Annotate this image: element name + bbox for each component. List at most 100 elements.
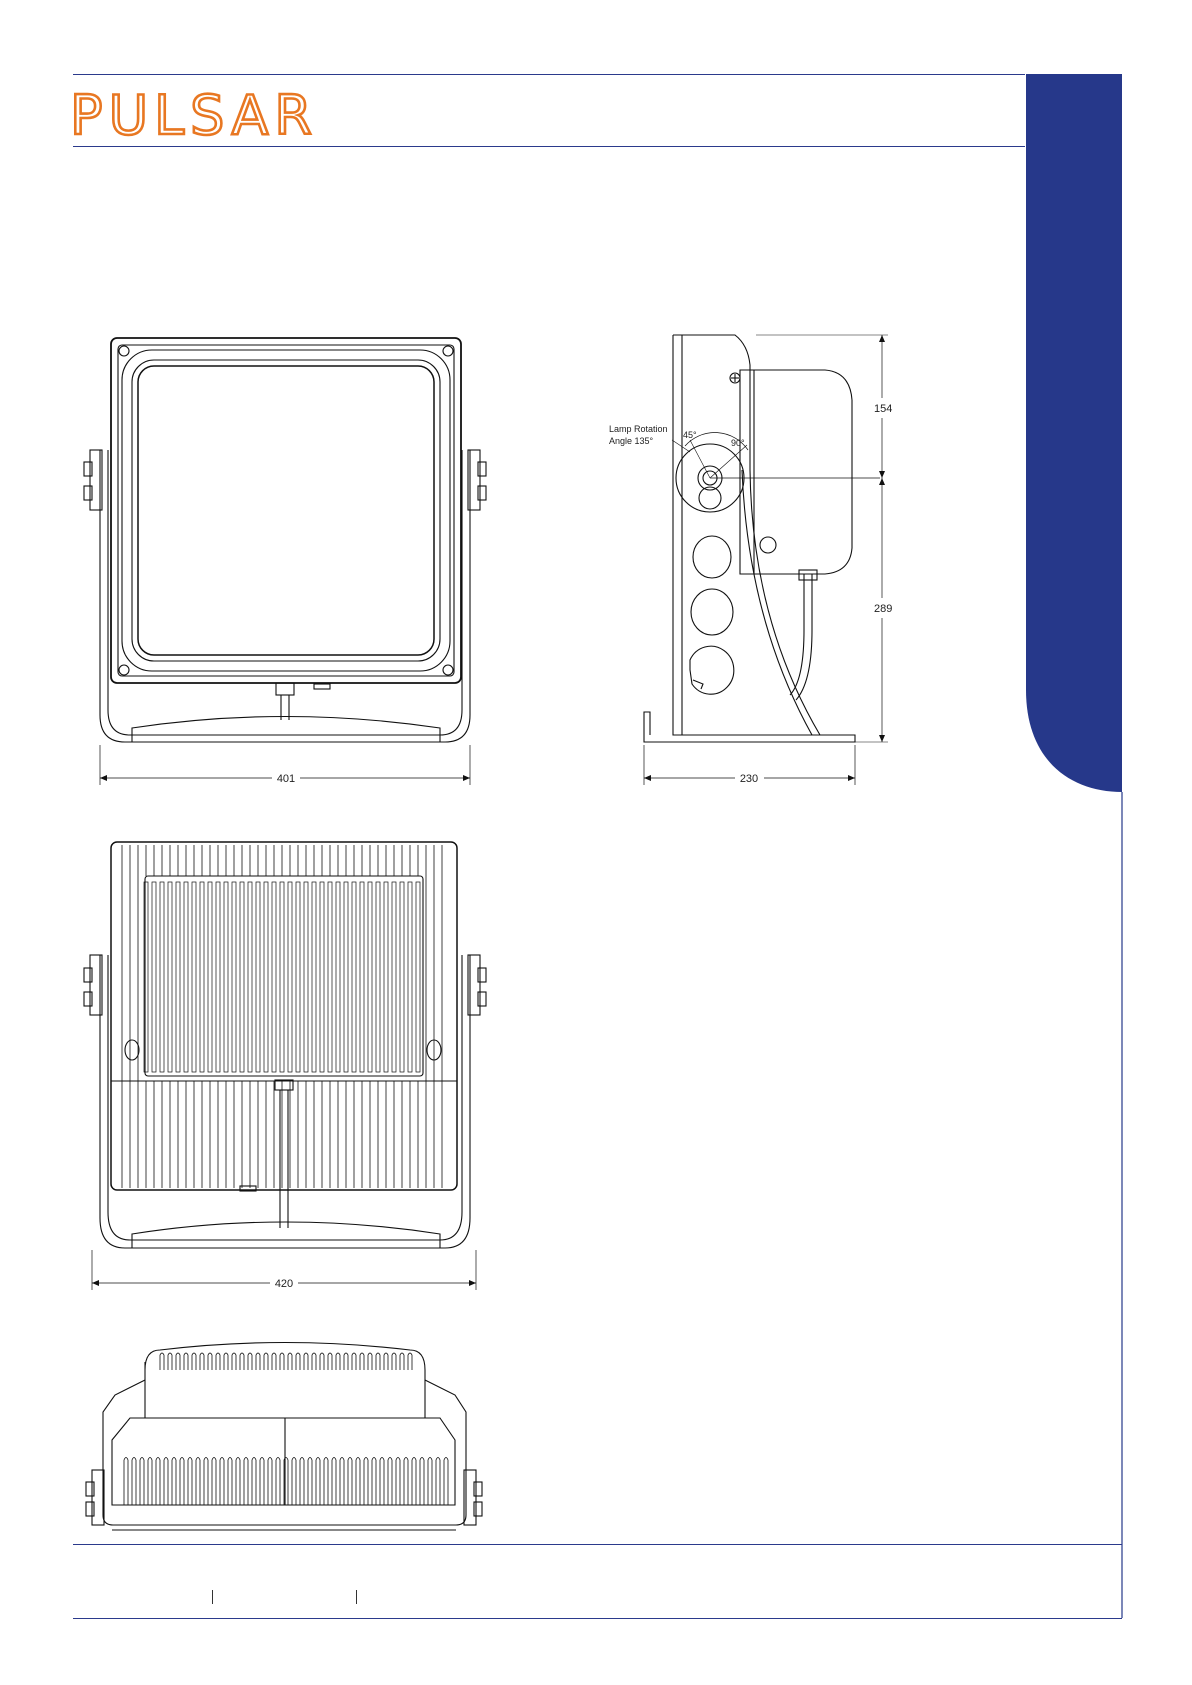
heatsink-fin <box>396 1458 400 1506</box>
heatsink-fin <box>208 1353 212 1370</box>
footer-separator <box>212 1590 213 1604</box>
heatsink-fin <box>312 1353 316 1370</box>
heatsink-fin <box>224 1353 228 1370</box>
heatsink-fin <box>412 1458 416 1506</box>
heatsink-fin <box>376 1353 380 1370</box>
heatsink-fin <box>444 1458 448 1506</box>
heatsink-fin <box>300 1458 304 1506</box>
heatsink-fin <box>384 1353 388 1370</box>
heatsink-fin <box>436 1458 440 1506</box>
heatsink-fin <box>216 1353 220 1370</box>
footer-top-rule <box>73 1544 1122 1545</box>
heatsink-fin <box>416 882 420 1072</box>
heatsink-fin <box>420 1458 424 1506</box>
heatsink-fin <box>364 1458 368 1506</box>
heatsink-fin <box>156 1458 160 1506</box>
front-view <box>84 338 486 785</box>
heatsink-fin <box>256 882 260 1072</box>
heatsink-fin <box>168 882 172 1072</box>
angle-45-label: 45° <box>683 430 697 440</box>
heatsink-fin <box>140 1458 144 1506</box>
heatsink-fin <box>200 1353 204 1370</box>
height-lower-dimension: 289 <box>874 603 892 615</box>
heatsink-fin <box>264 882 268 1072</box>
heatsink-fin <box>192 1353 196 1370</box>
heatsink-fin <box>400 882 404 1072</box>
heatsink-fin <box>320 1353 324 1370</box>
heatsink-fin <box>172 1458 176 1506</box>
heatsink-fin <box>240 1353 244 1370</box>
heatsink-fin <box>244 1458 248 1506</box>
heatsink-fin <box>376 882 380 1072</box>
heatsink-fin <box>196 1458 200 1506</box>
heatsink-fin <box>240 882 244 1072</box>
heatsink-fin <box>160 882 164 1072</box>
rear-width-dimension: 420 <box>275 1278 293 1290</box>
front-width-dimension: 401 <box>277 773 295 785</box>
heatsink-fin <box>232 1353 236 1370</box>
heatsink-fin <box>188 1458 192 1506</box>
heatsink-fin <box>168 1353 172 1370</box>
heatsink-fin <box>160 1353 164 1370</box>
heatsink-fin <box>368 882 372 1072</box>
heatsink-fin <box>384 882 388 1072</box>
heatsink-fin <box>232 882 236 1072</box>
heatsink-fin <box>264 1353 268 1370</box>
heatsink-fin <box>328 1353 332 1370</box>
heatsink-fin <box>204 1458 208 1506</box>
heatsink-fin <box>388 1458 392 1506</box>
heatsink-fin <box>288 882 292 1072</box>
heatsink-fin <box>252 1458 256 1506</box>
heatsink-fin <box>184 1353 188 1370</box>
heatsink-fin <box>260 1458 264 1506</box>
heatsink-fin <box>224 882 228 1072</box>
heatsink-fin <box>336 882 340 1072</box>
heatsink-fin <box>152 882 156 1072</box>
heatsink-fin <box>124 1458 128 1506</box>
heatsink-fin <box>316 1458 320 1506</box>
heatsink-fin <box>408 882 412 1072</box>
heatsink-fin <box>184 882 188 1072</box>
heatsink-fin <box>428 1458 432 1506</box>
heatsink-fin <box>320 882 324 1072</box>
angle-90-label: 90° <box>731 438 745 448</box>
heatsink-fin <box>352 1353 356 1370</box>
heatsink-fin <box>360 882 364 1072</box>
heatsink-fin <box>368 1353 372 1370</box>
rear-view <box>84 842 486 1290</box>
heatsink-fin <box>332 1458 336 1506</box>
heatsink-fin <box>288 1353 292 1370</box>
heatsink-fin <box>324 1458 328 1506</box>
footer-separator <box>356 1590 357 1604</box>
heatsink-fin <box>256 1353 260 1370</box>
lamp-rotation-label-line1: Lamp Rotation <box>609 424 668 434</box>
heatsink-fin <box>340 1458 344 1506</box>
heatsink-fin <box>308 1458 312 1506</box>
heatsink-fin <box>200 882 204 1072</box>
heatsink-fin <box>344 882 348 1072</box>
heatsink-fin <box>372 1458 376 1506</box>
heatsink-fin <box>304 1353 308 1370</box>
heatsink-fin <box>272 882 276 1072</box>
height-upper-dimension: 154 <box>874 403 892 415</box>
heatsink-fin <box>208 882 212 1072</box>
footer-bottom-rule <box>73 1618 1122 1619</box>
heatsink-fin <box>392 1353 396 1370</box>
heatsink-fin <box>192 882 196 1072</box>
heatsink-fin <box>268 1458 272 1506</box>
heatsink-fin <box>236 1458 240 1506</box>
side-depth-dimension: 230 <box>740 773 758 785</box>
heatsink-fin <box>356 1458 360 1506</box>
heatsink-fin <box>148 1458 152 1506</box>
heatsink-fin <box>360 1353 364 1370</box>
heatsink-fin <box>280 882 284 1072</box>
heatsink-fin <box>392 882 396 1072</box>
side-view <box>644 335 888 785</box>
heatsink-fin <box>352 882 356 1072</box>
bottom-view <box>86 1343 482 1531</box>
heatsink-fin <box>408 1353 412 1370</box>
heatsink-fin <box>404 1458 408 1506</box>
heatsink-fin <box>280 1353 284 1370</box>
heatsink-fin <box>228 1458 232 1506</box>
heatsink-fin <box>296 882 300 1072</box>
